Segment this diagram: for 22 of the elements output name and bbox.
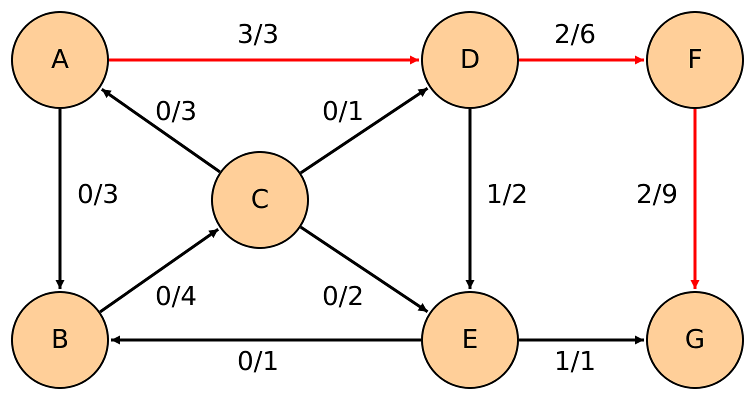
arrow bbox=[300, 87, 428, 174]
edge-label: 1/1 bbox=[554, 349, 596, 375]
edge-label: 0/2 bbox=[322, 284, 364, 310]
arrow bbox=[111, 336, 421, 344]
arrow bbox=[690, 109, 700, 289]
arrow bbox=[519, 336, 644, 344]
arrow bbox=[466, 109, 474, 289]
edge-label: 0/3 bbox=[77, 182, 119, 208]
arrow bbox=[300, 226, 428, 313]
edge-label: 1/2 bbox=[486, 182, 528, 208]
arrow bbox=[109, 56, 419, 64]
arrow bbox=[100, 88, 221, 174]
edge-label: 0/1 bbox=[322, 99, 364, 125]
arrow bbox=[99, 228, 220, 314]
edge-label: 0/1 bbox=[237, 349, 279, 375]
edge-label: 3/3 bbox=[237, 22, 279, 48]
edge-label: 2/6 bbox=[554, 22, 596, 48]
arrow bbox=[519, 56, 644, 64]
edge-label: 0/3 bbox=[155, 99, 197, 125]
edge-label: 0/4 bbox=[155, 284, 197, 310]
edge-label: 2/9 bbox=[636, 182, 678, 208]
arrow bbox=[56, 109, 64, 289]
